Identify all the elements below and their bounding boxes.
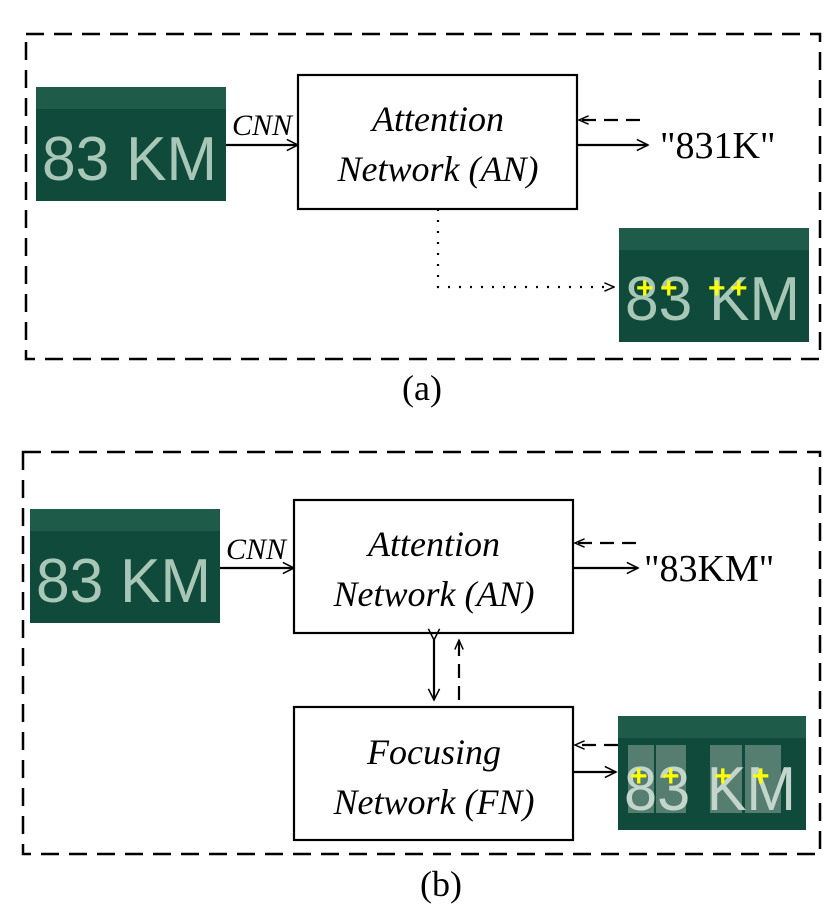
panel-a-dotted-arrow <box>436 209 614 287</box>
panel-a-attention-image-text: 83 KM <box>625 265 800 334</box>
panel-a-caption: (a) <box>402 368 442 408</box>
attention-marker: + <box>730 272 748 305</box>
focus-region <box>628 745 654 813</box>
focus-region <box>710 745 742 813</box>
panel-a-attention-image: 83 KM + + + + <box>619 228 809 342</box>
panel-a-input-image-text: 83 KM <box>42 125 217 194</box>
panel-b-fn-line2: Network (FN) <box>333 782 535 822</box>
focus-marker: + <box>752 760 770 793</box>
panel-a-markers: + + + + <box>636 272 748 305</box>
panel-a: 83 KM CNN Attention Network (AN) "831K" … <box>24 32 822 408</box>
panel-b-attention-network-box <box>292 498 575 635</box>
attention-marker: + <box>636 272 654 305</box>
panel-b-focusing-network-box <box>292 705 575 842</box>
panel-b-markers: + + + + <box>630 760 770 793</box>
panel-b-dashed-frame <box>21 450 822 856</box>
focus-marker: + <box>714 760 732 793</box>
panel-b-input-image-text: 83 KM <box>36 547 211 616</box>
panel-a-attention-network-box <box>296 73 579 211</box>
attention-marker: + <box>708 272 726 305</box>
panel-b-caption: (b) <box>420 864 462 904</box>
panel-b: 83 KM CNN Attention Network (AN) "83KM" … <box>21 450 822 904</box>
panel-a-input-image: 83 KM <box>36 87 226 201</box>
attention-marker: + <box>660 272 678 305</box>
panel-b-an-line1: Attention <box>366 524 500 564</box>
focus-marker: + <box>662 760 680 793</box>
panel-b-focus-image-text: 83 KM <box>624 755 796 824</box>
panel-a-cnn-label: CNN <box>232 109 294 142</box>
panel-a-dashed-frame <box>24 32 822 361</box>
panel-b-input-image: 83 KM <box>30 509 220 623</box>
focus-region <box>745 745 781 813</box>
focus-marker: + <box>630 760 648 793</box>
panel-b-output-text: "83KM" <box>644 548 774 590</box>
panel-b-an-line2: Network (AN) <box>333 574 535 614</box>
panel-b-cnn-label: CNN <box>226 533 288 566</box>
panel-b-focus-image: 83 KM + + + + <box>618 716 806 830</box>
panel-a-an-line2: Network (AN) <box>337 149 539 189</box>
panel-a-output-text: "831K" <box>660 125 775 167</box>
panel-b-fn-line1: Focusing <box>366 732 501 772</box>
focus-region <box>656 745 686 813</box>
panel-a-an-line1: Attention <box>370 99 504 139</box>
